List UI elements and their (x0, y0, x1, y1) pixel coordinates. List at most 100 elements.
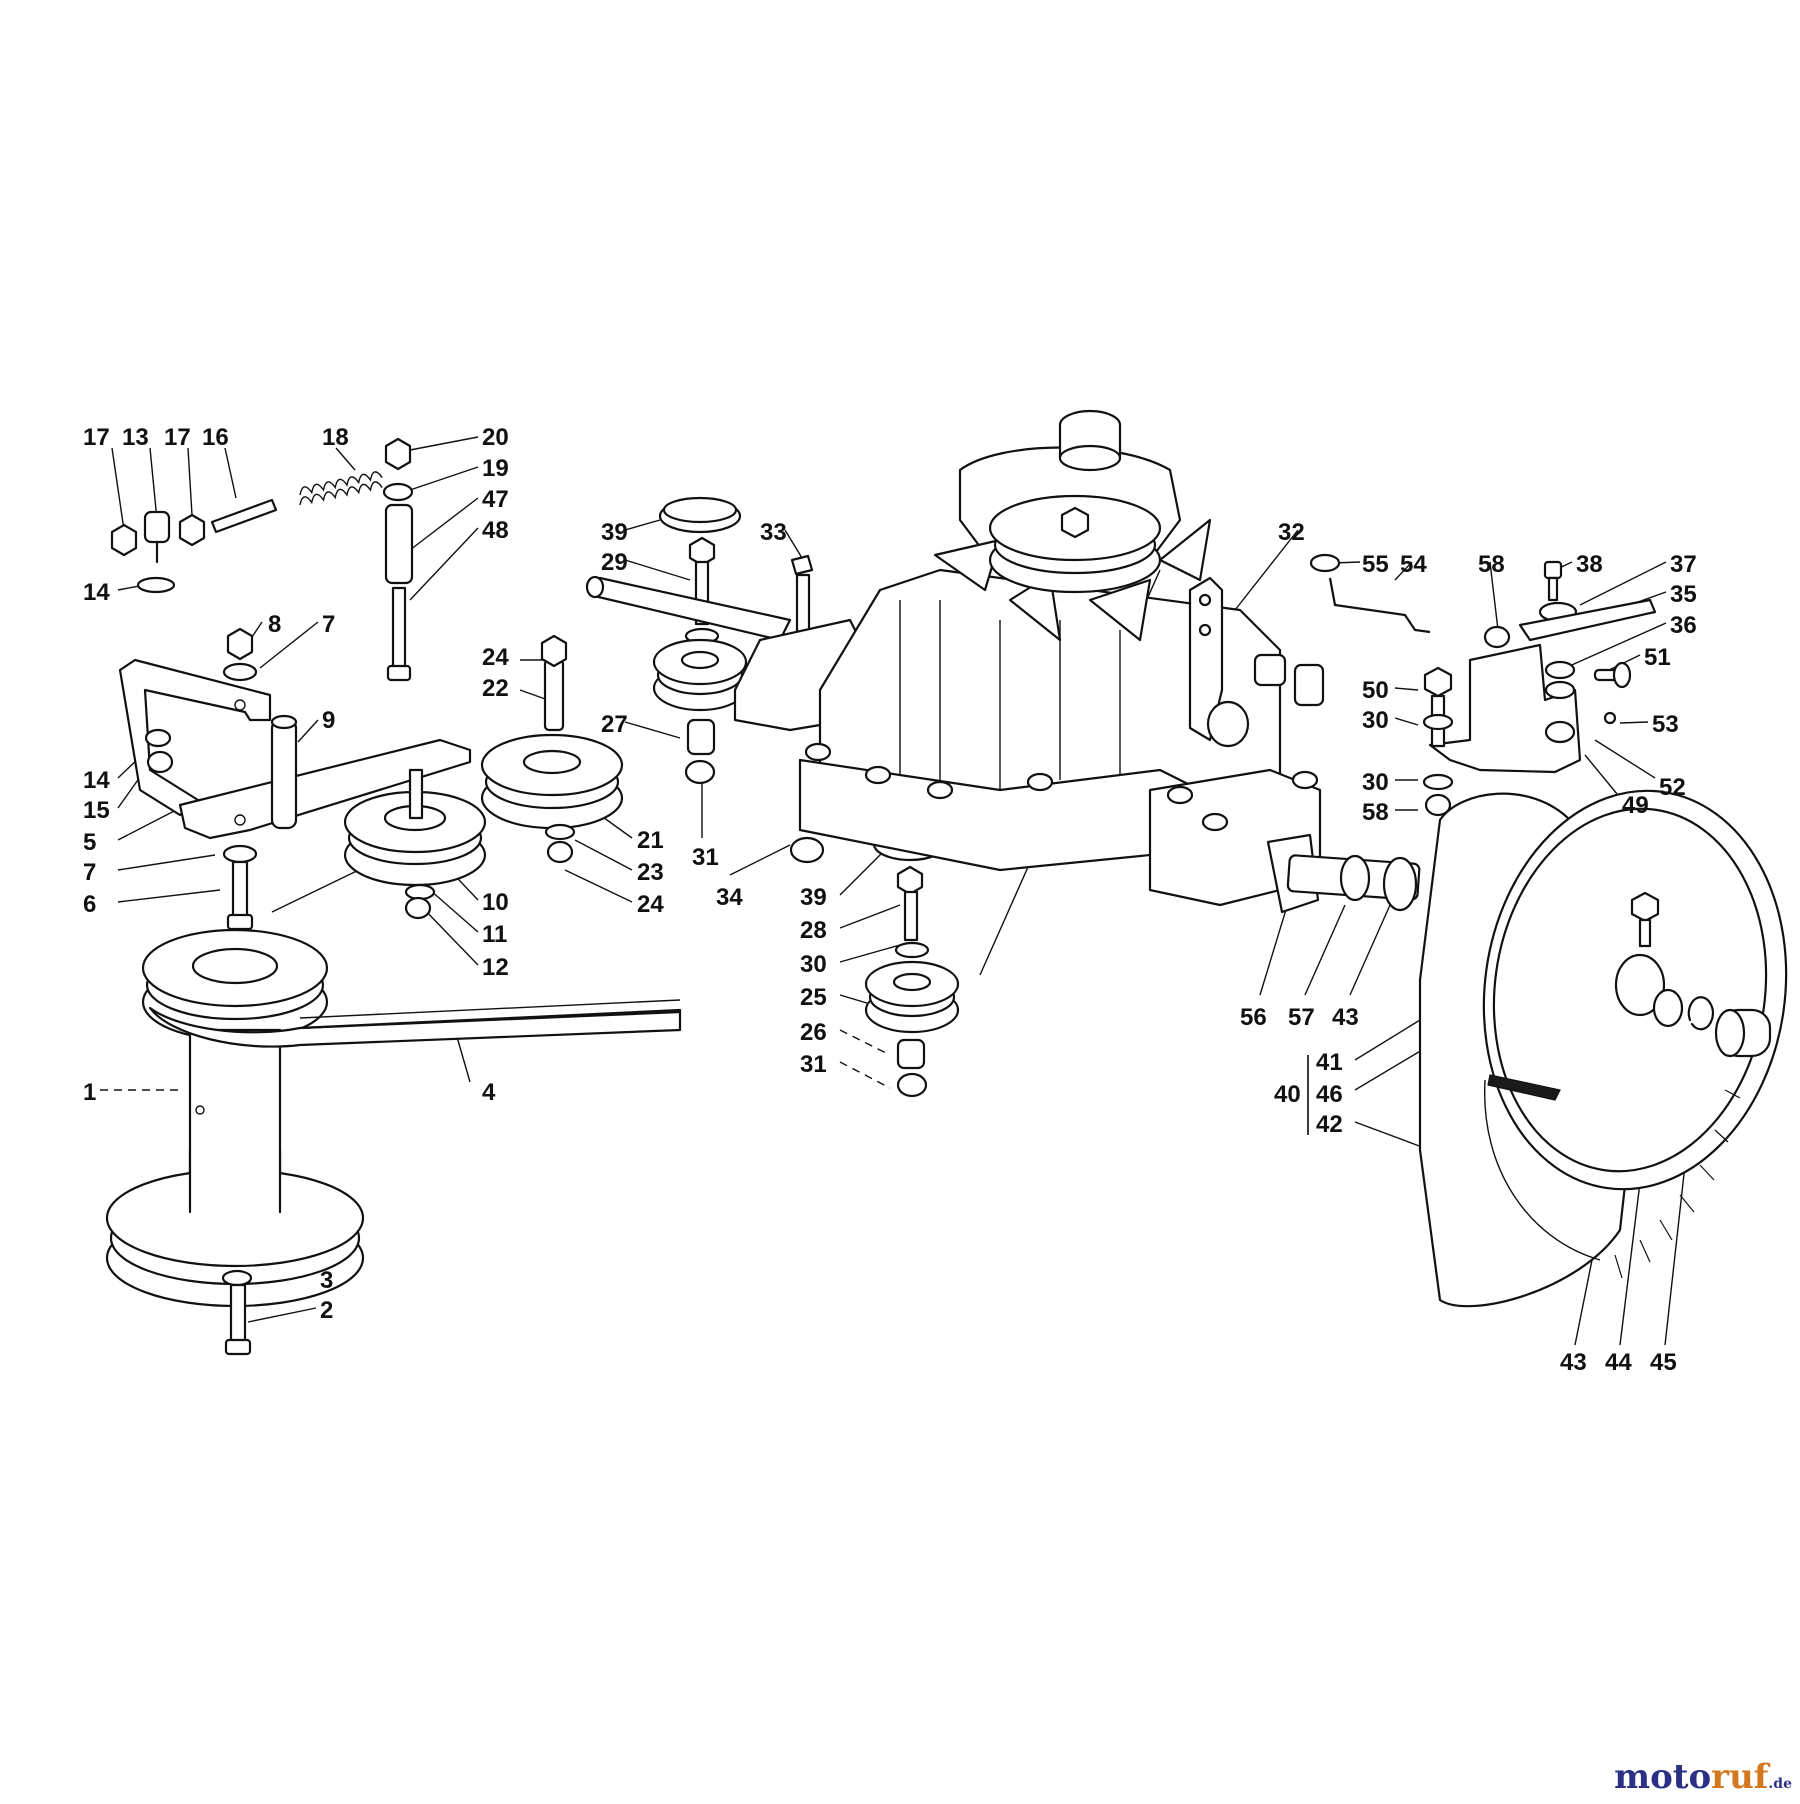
callout-56: 56 (1240, 1004, 1267, 1031)
rod-54 (1328, 577, 1431, 634)
bolt-28 (903, 890, 919, 942)
spacer-26 (896, 1038, 926, 1070)
callout-2: 2 (320, 1297, 333, 1324)
callout-43: 43 (1332, 1004, 1359, 1031)
callout-7: 7 (83, 859, 96, 886)
washer-3 (221, 1269, 253, 1287)
collar-57 (1339, 854, 1371, 902)
washer-7-top (222, 662, 258, 682)
nut-31-lower (896, 1072, 928, 1098)
washer-11 (404, 883, 436, 901)
callout-14: 14 (83, 579, 110, 606)
callout-57: 57 (1288, 1004, 1315, 1031)
axle-assembly (1286, 854, 1421, 912)
circlip-45 (1687, 996, 1714, 1031)
transaxle-32 (585, 409, 1325, 914)
callout-32: 32 (1278, 519, 1305, 546)
nut-15 (146, 750, 174, 774)
pulley-stack-upper (652, 496, 825, 864)
nut-24-bottom (546, 840, 574, 864)
bolt-6 (231, 860, 249, 920)
control-arm (1188, 576, 1224, 742)
threaded-rod-16 (210, 498, 278, 534)
callout-23: 23 (637, 859, 664, 886)
callout-26: 26 (800, 1019, 827, 1046)
callout-25: 25 (800, 984, 827, 1011)
callout-52: 52 (1659, 774, 1686, 801)
bracket-frame (118, 658, 272, 817)
callout-46: 46 (1316, 1081, 1343, 1108)
callout-9: 9 (322, 707, 335, 734)
brake-bracket-assembly (1309, 553, 1657, 817)
idler-pulley-10 (343, 768, 487, 920)
callout-17: 17 (83, 424, 110, 451)
callout-45: 45 (1650, 1349, 1677, 1376)
washer-44 (1652, 988, 1684, 1028)
spacer-tube-47 (384, 503, 414, 585)
callout-13: 13 (122, 424, 149, 451)
callout-24: 24 (637, 891, 664, 918)
site-watermark: motoruf.de (1614, 1760, 1792, 1794)
spring-18 (299, 471, 383, 496)
rear-wheel (1418, 789, 1788, 1308)
tire-tread (1614, 1089, 1741, 1279)
bolt-48 (391, 586, 407, 670)
callout-18: 18 (322, 424, 349, 451)
spacer-13 (143, 510, 171, 544)
nut-17-right (178, 513, 206, 547)
callout-7: 7 (322, 611, 335, 638)
callout-30: 30 (800, 951, 827, 978)
callout-8: 8 (268, 611, 281, 638)
callout-14: 14 (83, 767, 110, 794)
callout-30: 30 (1362, 707, 1389, 734)
callout-39: 39 (601, 519, 628, 546)
callout-3: 3 (320, 1267, 333, 1294)
callout-48: 48 (482, 517, 509, 544)
shaft-22 (543, 658, 565, 732)
hub (1614, 953, 1666, 1017)
callout-21: 21 (637, 827, 664, 854)
idler-bracket-5 (118, 627, 472, 931)
callout-50: 50 (1362, 677, 1389, 704)
callout-42: 42 (1316, 1111, 1343, 1138)
callout-labels: 17 13 17 16 18 20 19 47 48 14 8 7 9 14 1… (83, 424, 1697, 1376)
lever-35 (1518, 598, 1657, 642)
callout-12: 12 (482, 954, 509, 981)
callout-54: 54 (1400, 551, 1427, 578)
valve-46 (1630, 891, 1660, 923)
watermark-part-a: moto (1614, 1757, 1712, 1797)
nut-52 (1544, 720, 1576, 744)
nut-58 (1424, 793, 1452, 817)
nut-19 (382, 482, 414, 502)
washer-36 (1544, 660, 1576, 680)
watermark-part-b: ruf (1711, 1757, 1769, 1797)
washer-30-right-top (1422, 713, 1454, 731)
nut-17-left (110, 523, 138, 557)
rim-shadow (1487, 1074, 1561, 1101)
washer-23 (544, 823, 576, 841)
washer-30-lower (894, 941, 930, 959)
nut-20 (384, 437, 412, 471)
callout-20: 20 (482, 424, 509, 451)
callout-31: 31 (692, 844, 719, 871)
washer-30-right-bottom (1422, 773, 1454, 791)
pin-53 (1603, 711, 1617, 725)
callout-35: 35 (1670, 581, 1697, 608)
spacer-27 (686, 718, 716, 756)
pulley-21 (480, 634, 624, 864)
pulley-stack-lower (864, 826, 960, 1098)
callout-39: 39 (800, 884, 827, 911)
callout-47: 47 (482, 486, 509, 513)
callout-11: 11 (482, 921, 507, 948)
pivot-pin (270, 718, 298, 830)
callout-24: 24 (482, 644, 509, 671)
callout-16: 16 (202, 424, 229, 451)
callout-44: 44 (1605, 1349, 1632, 1376)
callout-28: 28 (800, 917, 827, 944)
callout-22: 22 (482, 675, 509, 702)
bolt-38-head (1543, 560, 1563, 580)
callout-43: 43 (1560, 1349, 1587, 1376)
washer-55 (1309, 553, 1341, 573)
callout-37: 37 (1670, 551, 1697, 578)
